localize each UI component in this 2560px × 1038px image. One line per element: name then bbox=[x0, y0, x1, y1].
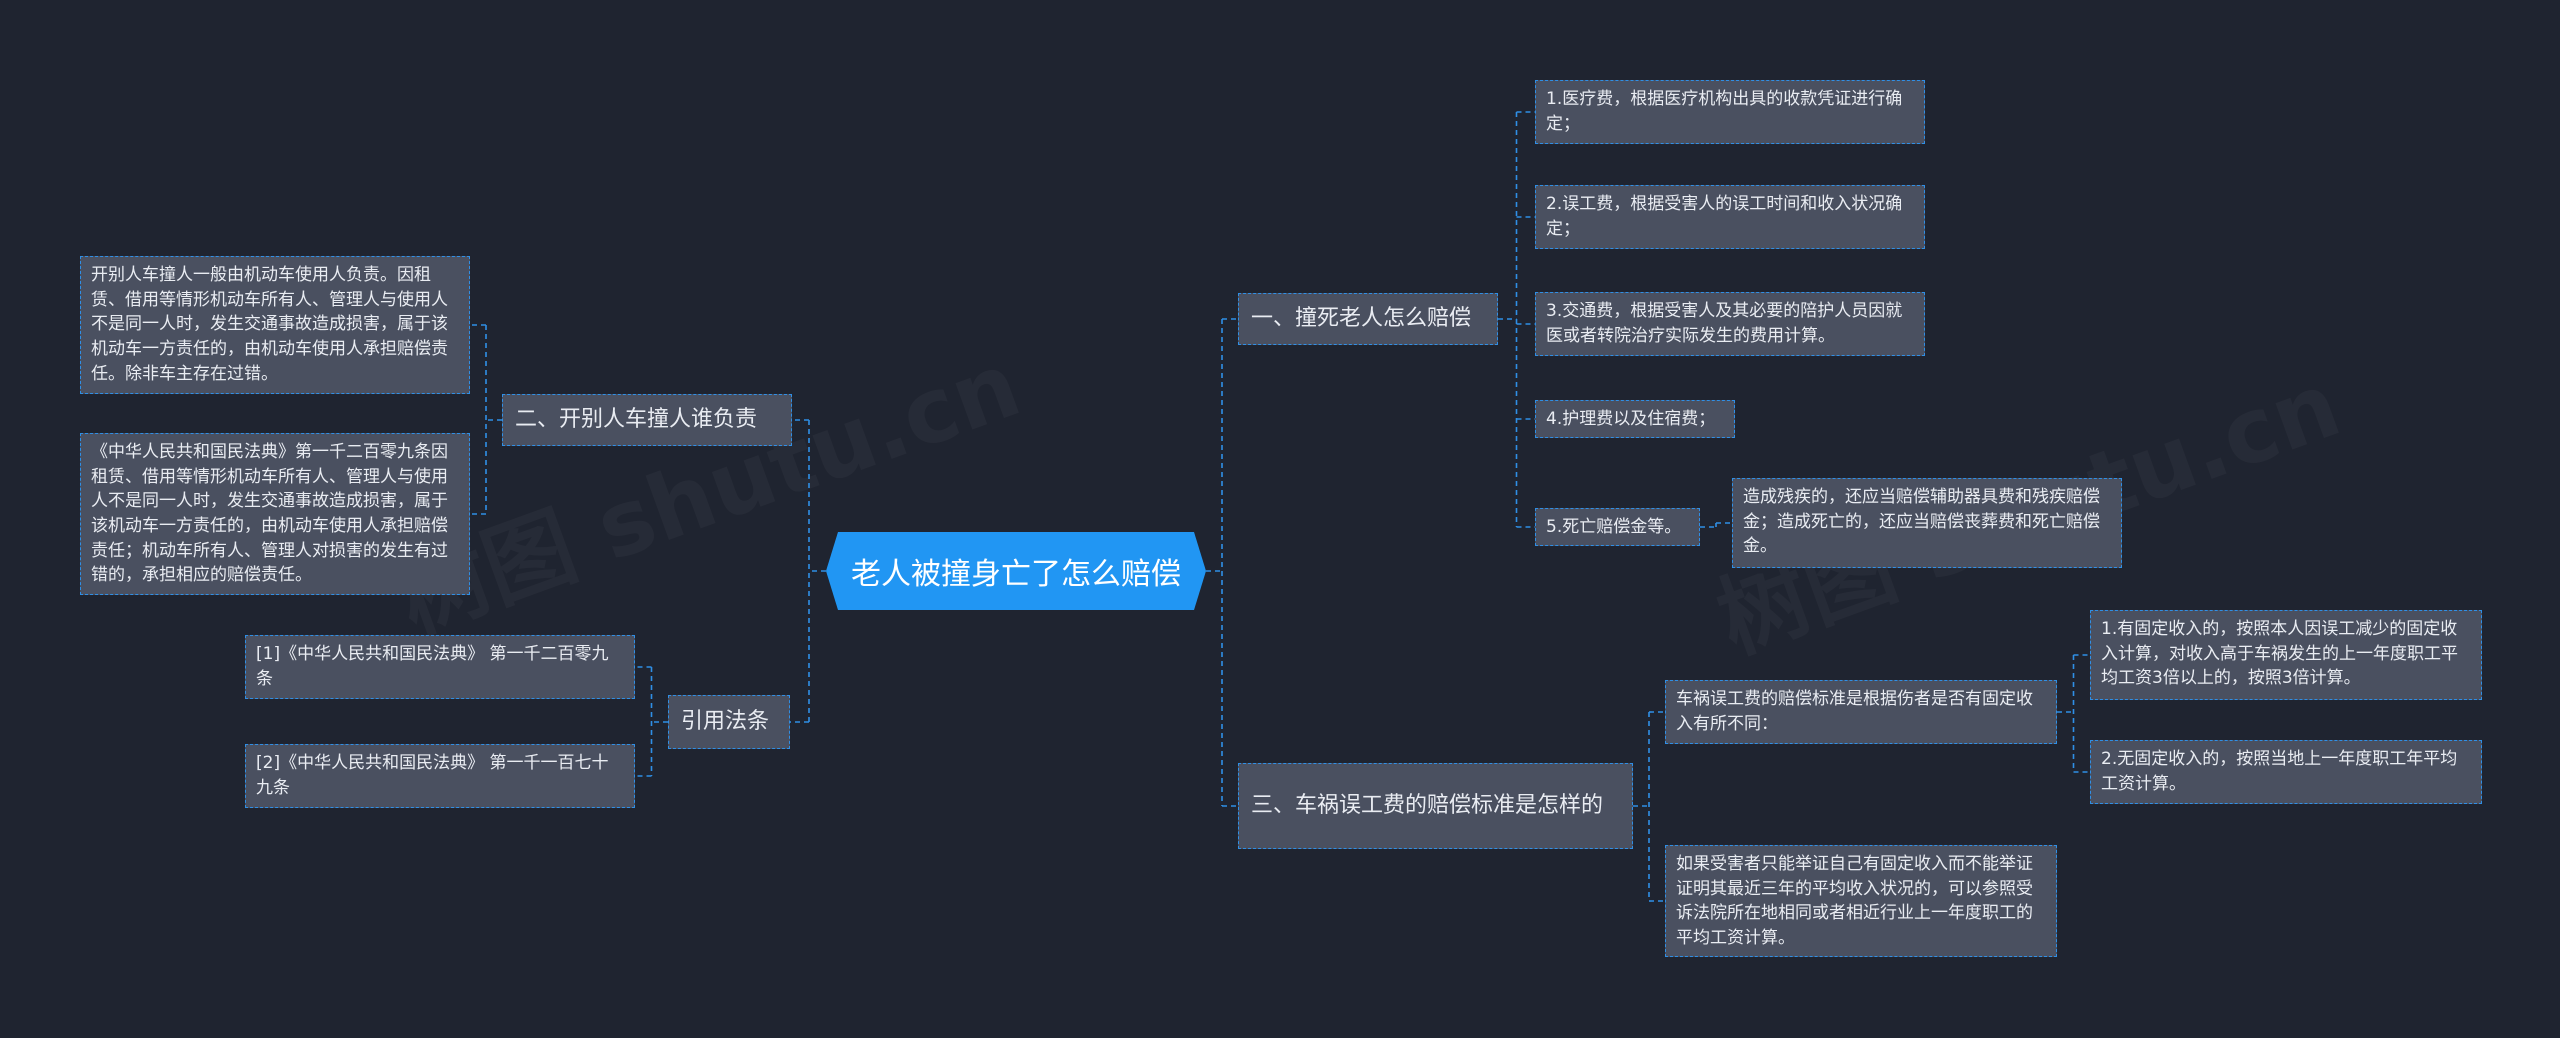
branch-node-cited-laws[interactable]: 引用法条 bbox=[668, 695, 790, 749]
leaf-death-compensation[interactable]: 5.死亡赔偿金等。 bbox=[1535, 508, 1700, 546]
branch-node-how-to-compensate[interactable]: 一、撞死老人怎么赔偿 bbox=[1238, 293, 1498, 345]
leaf-no-fixed-income[interactable]: 2.无固定收入的，按照当地上一年度职工年平均工资计算。 bbox=[2090, 740, 2482, 804]
leaf-disability-death-detail[interactable]: 造成残疾的，还应当赔偿辅助器具费和残疾赔偿金；造成死亡的，还应当赔偿丧葬费和死亡… bbox=[1732, 478, 2122, 568]
leaf-medical-fee[interactable]: 1.医疗费，根据医疗机构出具的收款凭证进行确定； bbox=[1535, 80, 1925, 144]
leaf-three-year-proof[interactable]: 如果受害者只能举证自己有固定收入而不能举证证明其最近三年的平均收入状况的，可以参… bbox=[1665, 845, 2057, 957]
leaf-law-ref-2[interactable]: [2]《中华人民共和国民法典》 第一千一百七十九条 bbox=[245, 744, 635, 808]
leaf-civil-code-1209[interactable]: 《中华人民共和国民法典》第一千二百零九条因租赁、借用等情形机动车所有人、管理人与… bbox=[80, 433, 470, 595]
root-node[interactable]: 老人被撞身亡了怎么赔偿 bbox=[826, 532, 1206, 610]
branch-node-who-is-liable[interactable]: 二、开别人车撞人谁负责 bbox=[502, 394, 792, 446]
leaf-transport-fee[interactable]: 3.交通费，根据受害人及其必要的陪护人员因就医或者转院治疗实际发生的费用计算。 bbox=[1535, 292, 1925, 356]
leaf-fixed-income[interactable]: 1.有固定收入的，按照本人因误工减少的固定收入计算，对收入高于车祸发生的上一年度… bbox=[2090, 610, 2482, 700]
leaf-nursing-fee[interactable]: 4.护理费以及住宿费； bbox=[1535, 400, 1735, 438]
leaf-standard-differs[interactable]: 车祸误工费的赔偿标准是根据伤者是否有固定收入有所不同： bbox=[1665, 680, 2057, 744]
leaf-law-ref-1[interactable]: [1]《中华人民共和国民法典》 第一千二百零九条 bbox=[245, 635, 635, 699]
leaf-vehicle-user-liable[interactable]: 开别人车撞人一般由机动车使用人负责。因租赁、借用等情形机动车所有人、管理人与使用… bbox=[80, 256, 470, 394]
branch-node-lost-wage-standard[interactable]: 三、车祸误工费的赔偿标准是怎样的 bbox=[1238, 763, 1633, 849]
leaf-lost-wages[interactable]: 2.误工费，根据受害人的误工时间和收入状况确定； bbox=[1535, 185, 1925, 249]
